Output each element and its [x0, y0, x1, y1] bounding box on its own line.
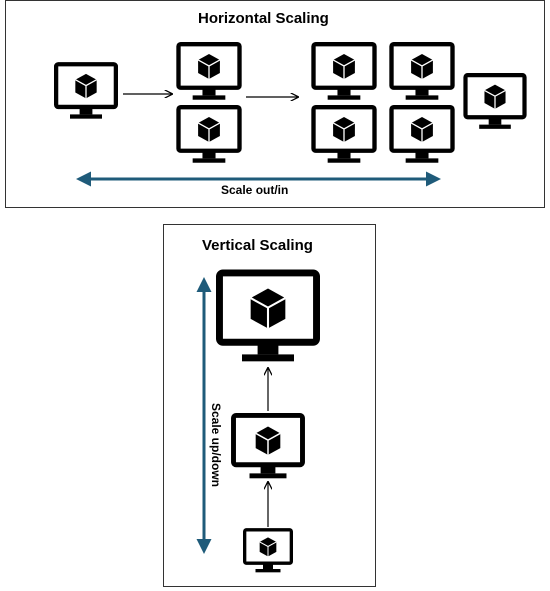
horizontal-scaling-panel: Horizontal Scaling: [5, 0, 545, 208]
horizontal-scaling-title: Horizontal Scaling: [198, 10, 329, 27]
vertical-scaling-panel: Vertical Scaling: [163, 224, 376, 587]
scale-up-down-label: Scale up/down: [209, 402, 223, 488]
monitor-with-cube-icon: [56, 64, 116, 118]
large-monitor-with-cube-icon: [219, 273, 316, 361]
vertical-scaling-diagram: [196, 225, 377, 575]
horizontal-scaling-diagram: [6, 1, 546, 187]
medium-monitor-with-cube-icon: [234, 415, 303, 478]
monitor-with-cube-icon: [314, 44, 375, 100]
monitor-with-cube-icon: [466, 75, 525, 129]
monitor-with-cube-icon: [392, 107, 453, 163]
monitor-with-cube-icon: [392, 44, 453, 100]
monitor-with-cube-icon: [179, 107, 240, 163]
monitor-with-cube-icon: [314, 107, 375, 163]
vertical-scaling-title: Vertical Scaling: [202, 237, 313, 254]
monitor-with-cube-icon: [179, 44, 240, 100]
small-monitor-with-cube-icon: [243, 528, 293, 575]
scale-out-in-label: Scale out/in: [221, 183, 289, 197]
